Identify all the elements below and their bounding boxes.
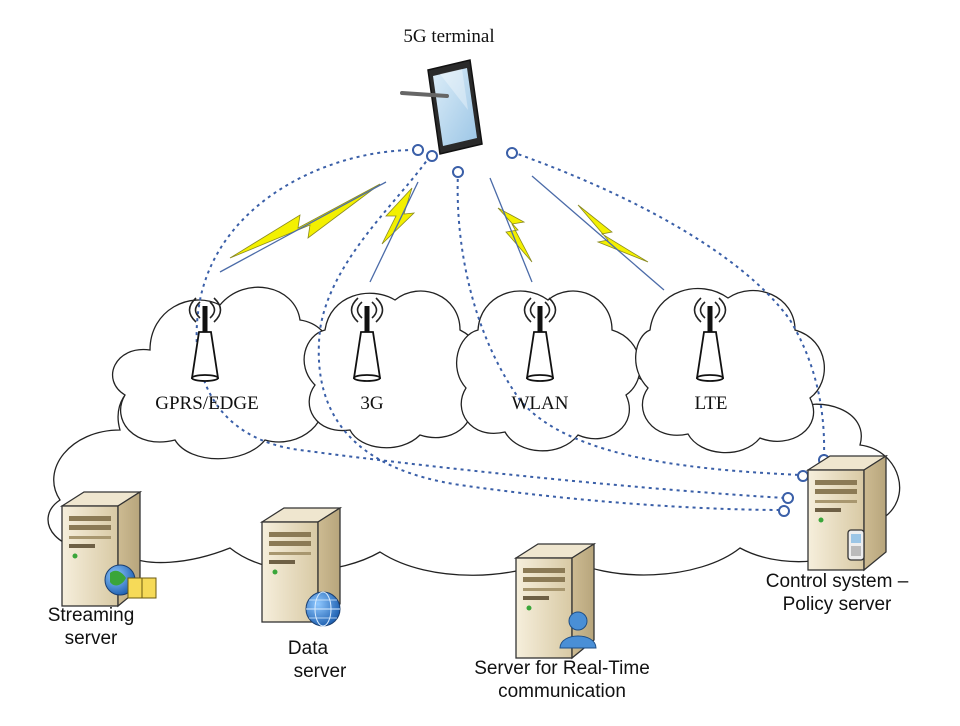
endpoint-control-2: [797, 470, 809, 482]
radio-link-wlan: [489, 177, 533, 283]
endpoint-terminal-3: [452, 166, 464, 178]
data-server: [261, 507, 341, 627]
realtime-server-label-2: communication: [498, 681, 626, 702]
endpoint-control-4: [778, 505, 790, 517]
endpoint-terminal-2: [426, 150, 438, 162]
cloud-gprs-edge: [111, 286, 335, 460]
signal-path-wlan: [456, 171, 801, 476]
globe-icon-data: [305, 591, 341, 627]
cloud-lte: [635, 287, 825, 454]
control-server-label: Control system –: [766, 571, 909, 592]
streaming-server-label: Streaming: [48, 605, 135, 626]
stylus-icon: [400, 91, 449, 98]
film-icon: [127, 577, 157, 599]
terminal-label: 5G terminal: [403, 26, 494, 47]
data-server-label: Data: [288, 638, 329, 659]
realtime-server: [515, 543, 597, 659]
endpoint-terminal-4: [506, 147, 518, 159]
signal-path-lte: [511, 151, 826, 457]
endpoint-control-3: [782, 492, 794, 504]
radio-link-3g: [369, 181, 419, 283]
data-server-label-2: server: [294, 661, 347, 682]
network-label-gprs-edge: GPRS/EDGE: [155, 393, 258, 414]
tablet-icon: [400, 59, 483, 155]
streaming-server: [61, 491, 157, 607]
endpoint-terminal-1: [412, 144, 424, 156]
wireless-link-bolt-gprs: [229, 183, 381, 259]
network-label-wlan: WLAN: [512, 393, 569, 414]
radio-link-gprs: [219, 181, 387, 273]
control-server-label-2: Policy server: [783, 594, 892, 615]
realtime-server-label: Server for Real-Time: [474, 658, 650, 679]
radio-link-lte: [531, 175, 665, 291]
wireless-link-bolt-wlan: [497, 207, 533, 263]
streaming-server-label-2: server: [65, 628, 118, 649]
signal-path-3g: [317, 155, 784, 511]
network-label-lte: LTE: [694, 393, 727, 414]
user-icon: [559, 611, 597, 649]
control-policy-server: [807, 455, 887, 571]
wireless-link-bolt-lte: [577, 204, 649, 263]
mobile-phone-icon: [847, 529, 865, 561]
network-label-3g: 3G: [360, 393, 384, 414]
wireless-link-bolt-3g: [381, 187, 416, 245]
